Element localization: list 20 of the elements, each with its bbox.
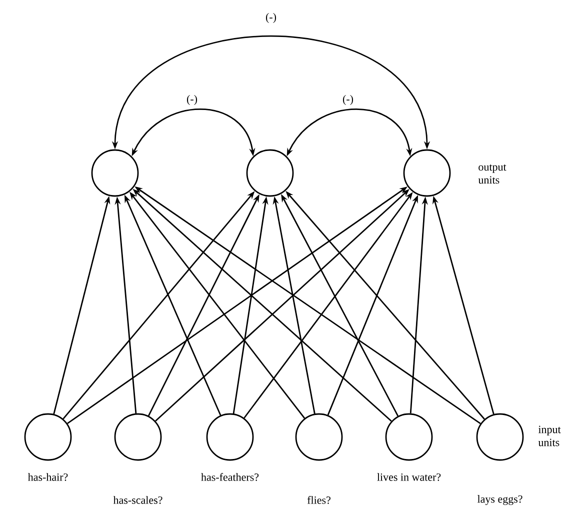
unit-circle — [246, 149, 294, 197]
edge-label: (-) — [264, 12, 278, 24]
unit-circle — [403, 149, 451, 197]
edge-label: (-) — [186, 94, 198, 106]
unit-label: has-scales? — [113, 496, 162, 504]
unit-label: lives in water? — [377, 473, 441, 481]
edge-label: (-) — [342, 94, 354, 106]
unit-label: flies? — [307, 496, 330, 504]
layer-label: output units — [478, 164, 506, 184]
unit-label: lays eggs? — [477, 495, 522, 505]
unit-circle — [206, 413, 254, 461]
unit-circle — [91, 149, 139, 197]
layer-label: input units — [538, 426, 561, 446]
unit-label: has-hair? — [28, 473, 68, 481]
unit-label: has-feathers? — [201, 473, 259, 481]
unit-circle — [385, 413, 433, 461]
unit-circle — [476, 413, 524, 461]
unit-circle — [114, 413, 162, 461]
unit-circle — [24, 413, 72, 461]
unit-circle — [295, 413, 343, 461]
